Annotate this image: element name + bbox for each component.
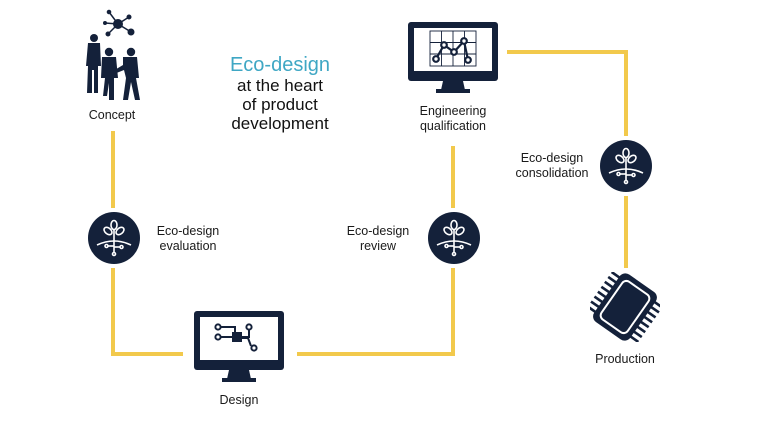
plant-roots-icon bbox=[88, 212, 140, 264]
microchip-icon bbox=[590, 272, 660, 342]
plant-roots-icon bbox=[600, 140, 652, 192]
concept-node bbox=[78, 8, 153, 103]
people-network-icon bbox=[86, 9, 140, 100]
eco-review-label: Eco-design review bbox=[346, 224, 410, 253]
engineering-node bbox=[408, 22, 498, 97]
eco-consolidation-label: Eco-design consolidation bbox=[515, 151, 589, 180]
engineering-label: Engineering qualification bbox=[419, 104, 487, 133]
connector-engineering-consolidation bbox=[507, 50, 628, 136]
connector-evaluation-design bbox=[111, 268, 183, 356]
plant-roots-icon bbox=[428, 212, 480, 264]
title-line-3: development bbox=[231, 114, 329, 133]
concept-label: Concept bbox=[88, 108, 136, 122]
production-label: Production bbox=[595, 352, 655, 366]
monitor-circuit-icon bbox=[194, 311, 284, 382]
monitor-chart-icon bbox=[408, 22, 498, 93]
title-line-2: of product bbox=[242, 95, 318, 114]
eco-consolidation-node bbox=[600, 140, 652, 192]
eco-evaluation-label: Eco-design evaluation bbox=[156, 224, 220, 253]
eco-evaluation-node bbox=[88, 212, 140, 264]
production-node bbox=[590, 272, 660, 342]
diagram-title: Eco-design at the heart of product devel… bbox=[205, 54, 355, 133]
title-line-1: at the heart bbox=[236, 76, 323, 95]
design-node bbox=[194, 311, 284, 386]
connector-design-review bbox=[297, 268, 455, 356]
design-label: Design bbox=[219, 393, 259, 407]
title-highlight: Eco-design bbox=[229, 54, 331, 76]
eco-review-node bbox=[428, 212, 480, 264]
